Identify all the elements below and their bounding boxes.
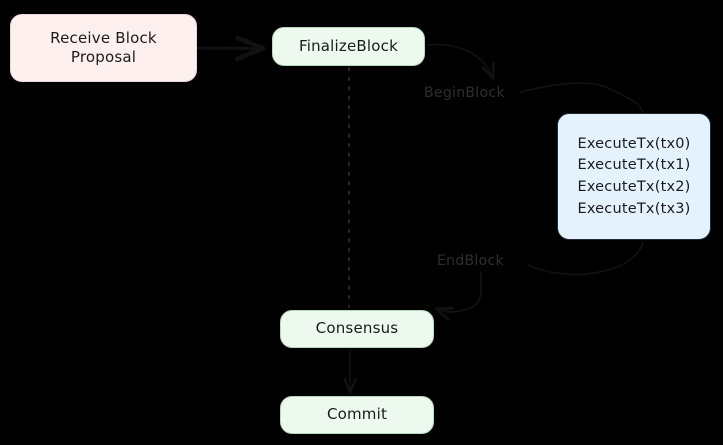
node-consensus[interactable]: Consensus xyxy=(280,310,434,348)
node-execute-tx-line-3: ExecuteTx(tx2) xyxy=(577,179,691,195)
edge-finalize-to-beginblock xyxy=(426,43,493,78)
edge-label-begin-block: BeginBlock xyxy=(424,85,505,101)
node-commit-label: Commit xyxy=(326,405,388,424)
node-consensus-label: Consensus xyxy=(315,319,399,338)
node-execute-tx[interactable]: ExecuteTx(tx0) ExecuteTx(tx1) ExecuteTx(… xyxy=(557,113,711,240)
node-commit[interactable]: Commit xyxy=(280,396,434,434)
node-execute-tx-line-1: ExecuteTx(tx0) xyxy=(577,135,691,152)
node-execute-tx-line-2: ExecuteTx(tx1) xyxy=(577,157,691,174)
node-execute-tx-line-4: ExecuteTx(tx3) xyxy=(577,200,691,217)
node-receive-block-proposal-line-2: Proposal xyxy=(70,48,137,66)
edge-beginblock-to-executetx xyxy=(520,82,644,113)
node-receive-block-proposal-line-1: Receive Block xyxy=(50,28,157,47)
edge-executetx-to-endblock xyxy=(527,241,644,276)
edge-label-end-block: EndBlock xyxy=(437,253,504,269)
node-receive-block-proposal[interactable]: Receive Block Proposal xyxy=(10,14,197,82)
node-finalize-block[interactable]: FinalizeBlock xyxy=(272,27,425,66)
edge-receive-to-finalize xyxy=(196,48,262,49)
edge-endblock-to-consensus xyxy=(437,271,483,312)
node-finalize-block-label: FinalizeBlock xyxy=(298,36,398,55)
